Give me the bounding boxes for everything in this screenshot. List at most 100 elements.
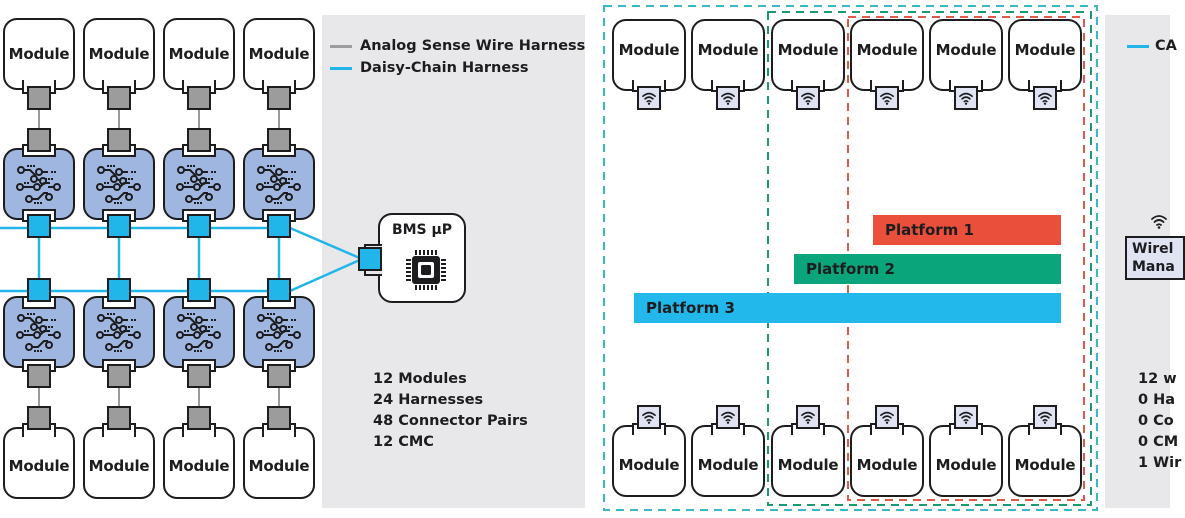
stat-line: 0 Co [1138,413,1174,429]
platform3-label: Platform 3 [646,299,735,317]
platform2-bar: Platform 2 [794,254,1061,284]
module-label: Module [1014,456,1076,474]
module-bottom: Module [163,427,235,499]
analog-connector [187,406,211,430]
wireless-transceiver [954,86,978,110]
legend-can: CA [1127,38,1177,54]
module-top: Module [163,18,235,90]
cmc-board [83,148,155,220]
analog-wire [38,388,40,408]
module-label: Module [88,457,150,475]
circuit-board-icon [256,313,301,352]
wireless-manager: Wirel Mana [1125,236,1185,280]
stat-line: 0 Ha [1138,392,1176,408]
analog-connector [187,128,211,152]
daisy-connector [267,214,291,238]
stat-connector-pairs: 48 Connector Pairs [373,413,528,429]
cmc-board [163,148,235,220]
module-label: Module [1014,41,1076,59]
wifi-icon [801,92,815,105]
daisy-connector [107,214,131,238]
analog-connector [27,86,51,110]
wireless-module-top: Module [850,19,924,91]
wireless-transceiver [954,405,978,429]
wifi-icon [880,92,894,105]
wireless-module-bottom: Module [1008,425,1082,497]
module-label: Module [777,41,839,59]
wireless-module-bottom: Module [771,425,845,497]
bms-daisy-connector [358,247,382,271]
stat-line: 12 w [1138,371,1177,387]
module-label: Module [777,456,839,474]
analog-connector [27,128,51,152]
wireless-module-top: Module [691,19,765,91]
module-label: Module [8,457,70,475]
stat-harnesses: 24 Harnesses [373,392,484,408]
module-label: Module [88,45,150,63]
module-label: Module [697,41,759,59]
analog-connector [187,364,211,388]
wired-stats: 12 Modules 24 Harnesses 48 Connector Pai… [373,369,528,453]
analog-connector [267,406,291,430]
wifi-icon [1038,92,1052,105]
module-label: Module [935,456,997,474]
wifi-icon [801,411,815,424]
stat-cmc: 12 CMC [373,434,434,450]
module-top: Module [83,18,155,90]
module-label: Module [856,41,918,59]
wireless-transceiver [1033,86,1057,110]
daisy-connector [27,278,51,302]
stat-line: 1 Wir [1138,455,1182,471]
cmc-board [3,148,75,220]
analog-connector [187,86,211,110]
analog-wire [198,110,200,130]
circuit-board-icon [16,313,61,352]
wireless-transceiver [716,86,740,110]
platform3-boundary [603,5,1098,511]
module-label: Module [248,45,310,63]
analog-connector [107,364,131,388]
wireless-transceiver [875,86,899,110]
legend-swatch-daisy [330,66,352,70]
legend-analog-sense: Analog Sense Wire Harness [330,38,585,54]
platform1-label: Platform 1 [885,221,974,239]
wireless-module-bottom: Module [691,425,765,497]
analog-wire [118,388,120,408]
module-label: Module [618,456,680,474]
wifi-icon [880,411,894,424]
analog-connector [107,406,131,430]
circuit-board-icon [96,165,141,204]
analog-wire [198,388,200,408]
module-label: Module [248,457,310,475]
circuit-board-icon [256,165,301,204]
manager-label-line2: Mana [1132,259,1175,275]
legend-swatch-analog [330,44,352,48]
wifi-icon [1038,411,1052,424]
daisy-connector [267,278,291,302]
wireless-module-bottom: Module [850,425,924,497]
module-top: Module [243,18,315,90]
platform1-bar: Platform 1 [873,215,1061,245]
wifi-icon [1151,215,1167,229]
module-bottom: Module [243,427,315,499]
analog-wire [118,110,120,130]
circuit-board-icon [176,165,221,204]
legend-label: CA [1155,38,1177,54]
analog-wire [278,388,280,408]
analog-connector [27,364,51,388]
stat-line: 0 CM [1138,434,1179,450]
bms-label: BMS µP [391,222,453,238]
module-label: Module [8,45,70,63]
wireless-module-top: Module [771,19,845,91]
circuit-board-icon [176,313,221,352]
analog-wire [278,110,280,130]
manager-label-line1: Wirel [1132,241,1174,257]
circuit-board-icon [96,313,141,352]
wireless-module-top: Module [929,19,1003,91]
analog-connector [267,364,291,388]
analog-wire [38,110,40,130]
stat-modules: 12 Modules [373,371,467,387]
wifi-icon [642,411,656,424]
module-top: Module [3,18,75,90]
legend-daisy-chain: Daisy-Chain Harness [330,60,528,76]
